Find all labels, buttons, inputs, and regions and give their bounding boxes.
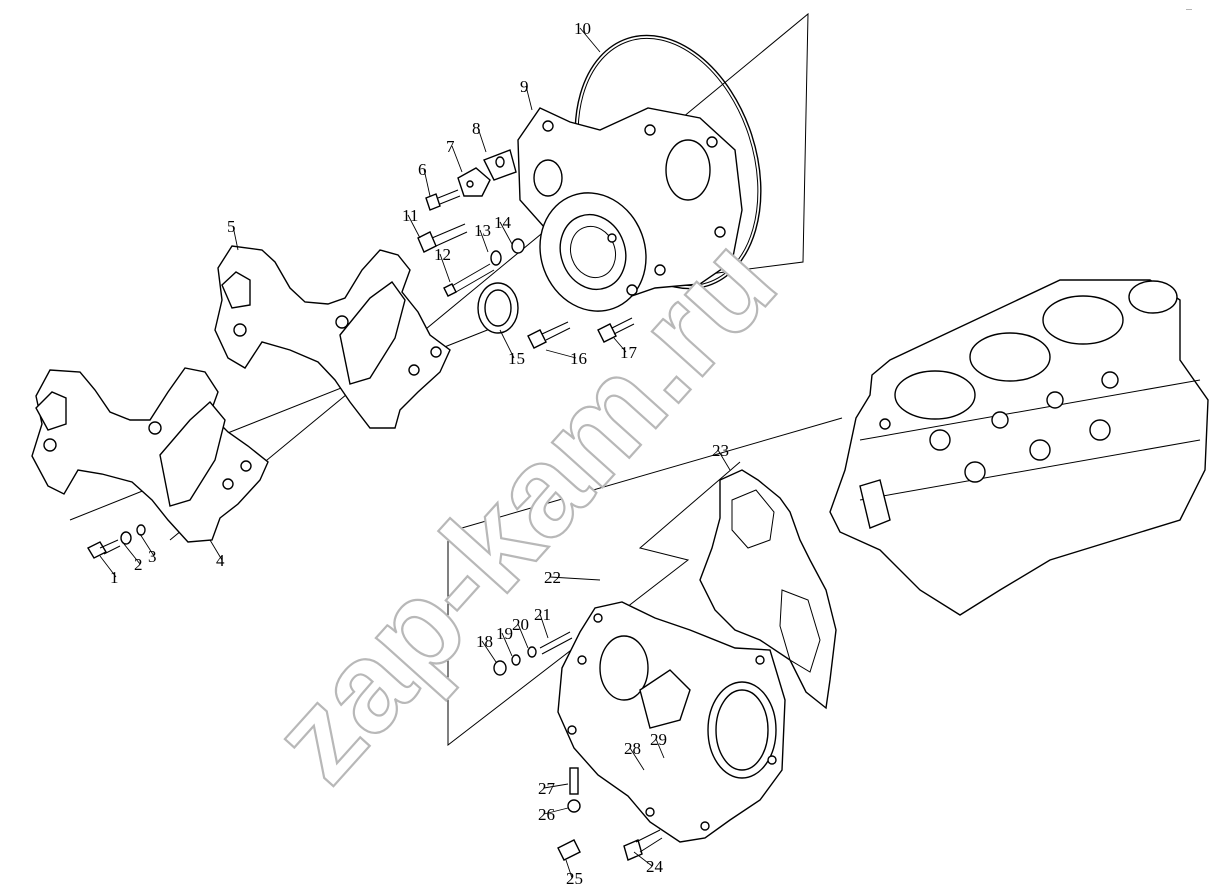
leader-line-15 <box>499 329 515 359</box>
callout-27: 27 <box>538 779 569 798</box>
callout-number-25: 25 <box>566 869 583 888</box>
callout-10: 10 <box>574 19 601 53</box>
callout-number-27: 27 <box>538 779 556 798</box>
callout-24: 24 <box>633 851 664 876</box>
callout-6: 6 <box>418 160 431 197</box>
leader-line-20 <box>517 623 529 649</box>
callout-26: 26 <box>538 805 569 824</box>
housing-9 <box>517 107 743 312</box>
callout-12: 12 <box>434 245 451 283</box>
leader-line-26 <box>543 807 569 815</box>
leader-line-22 <box>549 576 601 581</box>
callout-number-8: 8 <box>472 119 481 138</box>
callout-3: 3 <box>139 533 157 566</box>
leader-line-8 <box>477 127 487 153</box>
callout-number-6: 6 <box>418 160 427 179</box>
callout-17: 17 <box>613 337 638 362</box>
callout-20: 20 <box>512 615 529 649</box>
callout-5: 5 <box>227 217 239 251</box>
leader-line-27 <box>543 783 569 789</box>
leader-line-25 <box>565 859 573 879</box>
callout-15: 15 <box>499 329 525 368</box>
callout-number-4: 4 <box>216 551 225 570</box>
leader-line-18 <box>481 640 497 663</box>
callout-19: 19 <box>496 624 513 657</box>
leader-line-11 <box>407 214 421 239</box>
callout-28: 28 <box>624 739 645 771</box>
callout-13: 13 <box>474 221 491 253</box>
callout-number-29: 29 <box>650 730 667 749</box>
callout-number-15: 15 <box>508 349 525 368</box>
callout-18: 18 <box>476 632 497 663</box>
leader-line-21 <box>539 613 549 639</box>
small-parts <box>87 149 674 861</box>
leader-line-28 <box>629 747 645 771</box>
leader-line-9 <box>525 85 533 111</box>
callout-number-17: 17 <box>620 343 638 362</box>
callout-number-26: 26 <box>538 805 555 824</box>
leader-line-13 <box>479 229 489 253</box>
leader-line-3 <box>139 533 155 557</box>
leader-line-17 <box>613 337 627 353</box>
callout-number-22: 22 <box>544 568 561 587</box>
callout-1: 1 <box>99 555 119 587</box>
callout-number-12: 12 <box>434 245 451 264</box>
gasket-23 <box>699 469 837 710</box>
leader-line-1 <box>99 555 117 578</box>
callout-number-10: 10 <box>574 19 591 38</box>
leader-line-16 <box>545 349 577 359</box>
leader-line-19 <box>501 632 513 657</box>
callout-2: 2 <box>123 543 143 574</box>
leader-line-7 <box>451 145 463 173</box>
timing-gear-case-22 <box>557 601 786 843</box>
callout-number-19: 19 <box>496 624 513 643</box>
callout-number-24: 24 <box>646 857 664 876</box>
callout-number-7: 7 <box>446 137 455 156</box>
callout-23: 23 <box>712 441 731 471</box>
leader-line-10 <box>579 27 601 53</box>
callout-number-1: 1 <box>110 568 119 587</box>
leader-line-29 <box>655 738 665 759</box>
leader-line-5 <box>232 225 239 251</box>
leader-line-4 <box>209 539 223 561</box>
callout-number-16: 16 <box>570 349 587 368</box>
callout-number-18: 18 <box>476 632 493 651</box>
leader-line-2 <box>123 543 141 565</box>
callout-number-5: 5 <box>227 217 236 236</box>
callout-16: 16 <box>545 349 587 368</box>
callout-21: 21 <box>534 605 551 639</box>
callout-29: 29 <box>650 730 667 759</box>
callout-14: 14 <box>494 213 513 245</box>
gasket-5 <box>214 245 451 429</box>
callout-number-14: 14 <box>494 213 512 232</box>
callout-number-20: 20 <box>512 615 529 634</box>
callout-number-13: 13 <box>474 221 491 240</box>
callout-8: 8 <box>472 119 487 153</box>
callout-number-2: 2 <box>134 555 143 574</box>
callout-11: 11 <box>402 206 421 239</box>
leader-line-12 <box>439 253 451 283</box>
callout-number-11: 11 <box>402 206 418 225</box>
leader-line-6 <box>423 168 431 197</box>
callout-25: 25 <box>565 859 583 888</box>
callout-9: 9 <box>520 77 533 111</box>
leader-line-23 <box>717 449 731 471</box>
callout-number-3: 3 <box>148 547 157 566</box>
leader-line-24 <box>633 851 653 867</box>
callout-number-21: 21 <box>534 605 551 624</box>
callout-7: 7 <box>446 137 463 173</box>
callout-4: 4 <box>209 539 225 570</box>
callout-22: 22 <box>544 568 601 587</box>
callout-number-28: 28 <box>624 739 641 758</box>
cylinder-block <box>829 279 1209 616</box>
callout-number-23: 23 <box>712 441 729 460</box>
corner-mark: — <box>1186 7 1192 13</box>
gasket-4 <box>31 367 269 543</box>
leader-line-14 <box>499 221 513 245</box>
callout-number-9: 9 <box>520 77 529 96</box>
